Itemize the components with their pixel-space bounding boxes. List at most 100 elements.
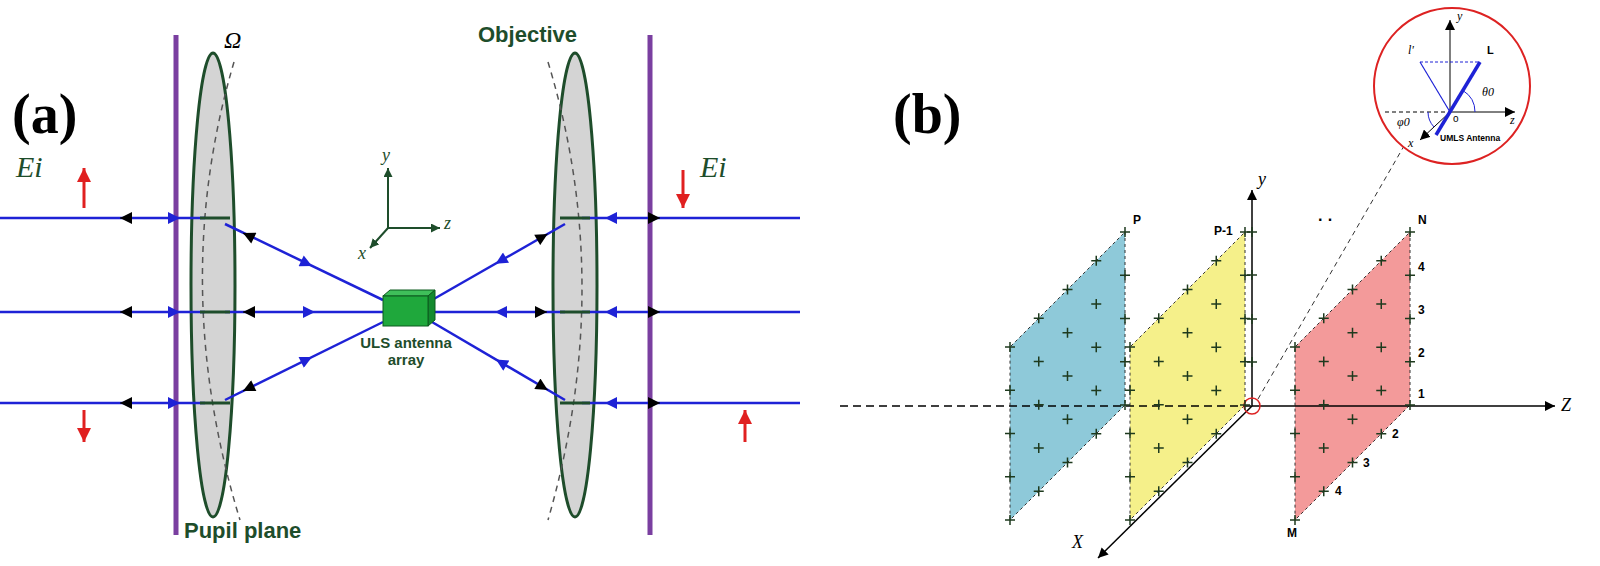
element-mark (1376, 386, 1386, 396)
inset-label: l' (1408, 44, 1414, 56)
element-mark (1034, 313, 1044, 323)
index-label: 3 (1363, 457, 1370, 469)
element-mark (1405, 357, 1415, 367)
index-label: · · (1318, 212, 1333, 228)
element-mark (1376, 429, 1386, 439)
element-mark (1063, 285, 1073, 295)
element-mark (1183, 328, 1193, 338)
element-mark (1120, 270, 1130, 280)
element-mark (1154, 400, 1164, 410)
index-label: 4 (1335, 485, 1342, 497)
element-mark (1120, 400, 1130, 410)
inset-label: o (1453, 114, 1459, 124)
element-mark (1154, 313, 1164, 323)
element-mark (1319, 357, 1329, 367)
element-mark (1125, 429, 1135, 439)
index-label: 2 (1418, 347, 1425, 359)
element-mark (1376, 256, 1386, 266)
element-mark (1211, 342, 1221, 352)
axis-label: x (358, 244, 366, 262)
field-label: Ei (700, 152, 727, 182)
element-mark (1405, 400, 1415, 410)
index-label: 2 (1392, 428, 1399, 440)
element-mark (1005, 472, 1015, 482)
axis-tick (1247, 270, 1257, 280)
index-label: P-1 (1214, 225, 1233, 237)
lens-label: Objective (478, 24, 577, 46)
element-mark (1125, 472, 1135, 482)
element-mark (1405, 270, 1415, 280)
element-mark (1290, 429, 1300, 439)
index-label: P (1133, 214, 1141, 226)
element-mark (1091, 256, 1101, 266)
element-mark (1348, 371, 1358, 381)
index-label: 3 (1418, 304, 1425, 316)
field-label: Ei (16, 152, 43, 182)
element-mark (1211, 429, 1221, 439)
element-mark (1211, 386, 1221, 396)
inset-label: UMLS Antenna (1440, 134, 1500, 143)
inset-label: L (1487, 45, 1494, 56)
element-mark (1348, 328, 1358, 338)
element-mark (1348, 285, 1358, 295)
element-mark (1125, 515, 1135, 525)
index-label: N (1418, 214, 1427, 226)
panel-label: (a) (12, 86, 77, 142)
element-mark (1005, 385, 1015, 395)
element-mark (1290, 342, 1300, 352)
element-mark (1240, 400, 1250, 410)
element-mark (1154, 486, 1164, 496)
element-mark (1125, 385, 1135, 395)
element-mark (1183, 414, 1193, 424)
element-mark (1319, 443, 1329, 453)
element-mark (1120, 227, 1130, 237)
element-mark (1063, 328, 1073, 338)
element-mark (1034, 443, 1044, 453)
plane-label: Pupil plane (184, 520, 301, 542)
element-mark (1063, 414, 1073, 424)
inset-label: y (1457, 10, 1462, 22)
element-mark (1091, 342, 1101, 352)
element-mark (1125, 342, 1135, 352)
element-mark (1183, 371, 1193, 381)
element-mark (1405, 227, 1415, 237)
element-mark (1034, 357, 1044, 367)
element-mark (1005, 515, 1015, 525)
element-mark (1319, 400, 1329, 410)
index-label: X (1072, 533, 1083, 551)
element-mark (1183, 458, 1193, 468)
element-mark (1005, 342, 1015, 352)
inset-label: φ0 (1397, 116, 1410, 128)
element-mark (1154, 443, 1164, 453)
axis-label: z (444, 214, 451, 232)
element-mark (1376, 299, 1386, 309)
element-mark (1034, 486, 1044, 496)
antenna-array: ULS antenna array (351, 288, 461, 369)
element-mark (1290, 385, 1300, 395)
element-mark (1005, 429, 1015, 439)
inset-label: z (1510, 114, 1515, 126)
index-label: 4 (1418, 261, 1425, 273)
angle-label: Ω (224, 28, 241, 52)
element-mark (1120, 314, 1130, 324)
axis-tick (1247, 227, 1257, 237)
element-mark (1091, 429, 1101, 439)
element-mark (1063, 371, 1073, 381)
index-label: M (1287, 527, 1297, 539)
element-mark (1091, 386, 1101, 396)
element-mark (1154, 357, 1164, 367)
cube-symbol (351, 288, 461, 328)
element-mark (1319, 486, 1329, 496)
axis-label: y (382, 146, 390, 164)
element-mark (1211, 256, 1221, 266)
panel-label: (b) (893, 86, 961, 142)
element-mark (1211, 299, 1221, 309)
index-label: 1 (1418, 388, 1425, 400)
element-mark (1120, 357, 1130, 367)
element-mark (1376, 342, 1386, 352)
element-mark (1405, 314, 1415, 324)
inset-label: θ0 (1482, 86, 1494, 98)
element-mark (1290, 515, 1300, 525)
axis-tick (1247, 314, 1257, 324)
